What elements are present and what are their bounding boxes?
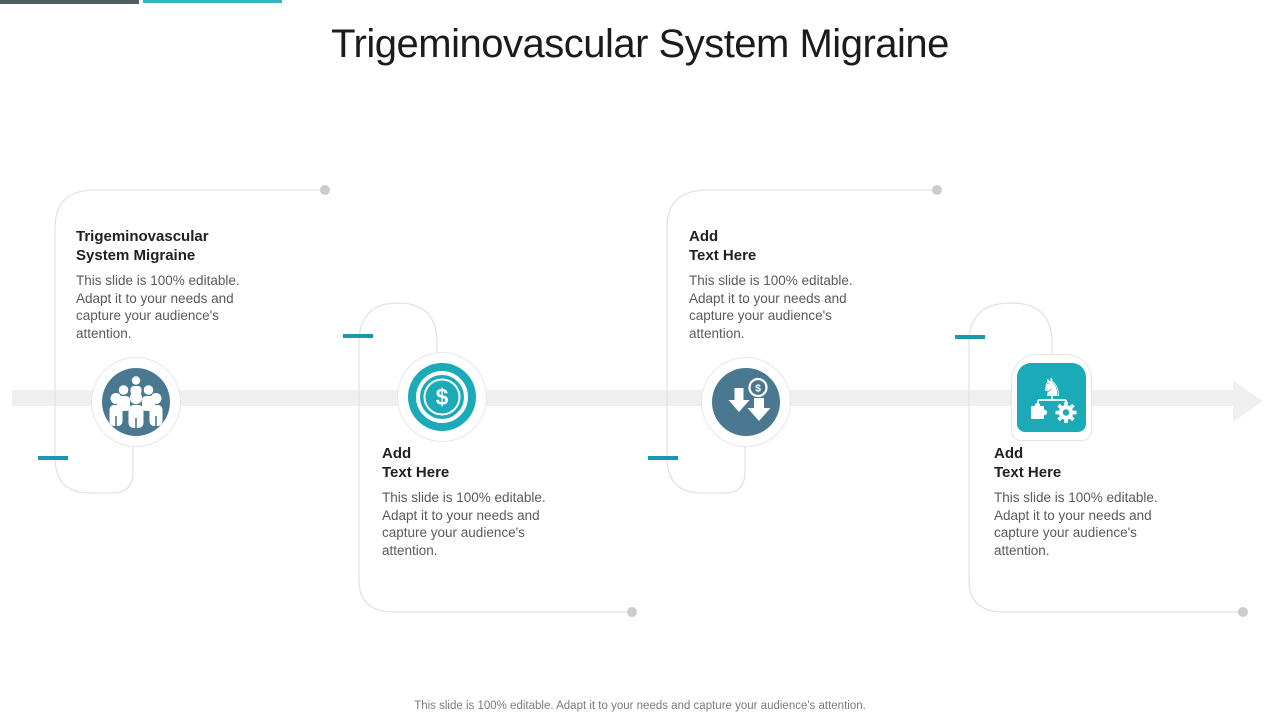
- dollar-coin-icon: $: [408, 363, 476, 431]
- milestone-3-icon-ring: $: [701, 357, 791, 447]
- milestone-3-text-block: Add Text Here This slide is 100% editabl…: [689, 227, 861, 342]
- svg-text:$: $: [755, 383, 761, 395]
- path-end-dot: [320, 185, 330, 195]
- path-end-dot: [932, 185, 942, 195]
- svg-text:$: $: [436, 384, 449, 410]
- milestone-heading-line2: Text Here: [689, 247, 757, 264]
- milestone-heading: Add Text Here: [994, 444, 1166, 482]
- accent-bar-teal: [143, 0, 282, 3]
- connector-path-4: [968, 302, 1238, 613]
- milestone-2-text-block: Add Text Here This slide is 100% editabl…: [382, 444, 554, 559]
- timeline-arrowhead: [1233, 381, 1263, 422]
- milestone-1-text-block: Trigeminovascular System Migraine This s…: [76, 227, 248, 342]
- accent-bar-dark: [0, 0, 139, 4]
- milestone-body: This slide is 100% editable. Adapt it to…: [689, 273, 853, 341]
- connector-path-2: [358, 302, 628, 613]
- milestone-body: This slide is 100% editable. Adapt it to…: [76, 273, 240, 341]
- milestone-4-icon-ring: ♞: [1011, 354, 1092, 441]
- milestone-body: This slide is 100% editable. Adapt it to…: [994, 490, 1158, 558]
- timeline-band: [12, 390, 1233, 406]
- page-title: Trigeminovascular System Migraine: [331, 22, 949, 66]
- milestone-heading: Add Text Here: [382, 444, 554, 482]
- milestone-heading-line1: Trigeminovascular: [76, 228, 209, 245]
- connector-path-1: [54, 189, 323, 494]
- people-group-icon: [102, 368, 170, 436]
- milestone-heading-line1: Add: [689, 228, 719, 245]
- milestone-body: This slide is 100% editable. Adapt it to…: [382, 490, 546, 558]
- milestone-4-text-block: Add Text Here This slide is 100% editabl…: [994, 444, 1166, 559]
- path-end-dot: [627, 607, 637, 617]
- milestone-heading-line2: Text Here: [994, 464, 1062, 481]
- milestone-2-icon-ring: $: [397, 352, 487, 442]
- milestone-heading-line2: System Migraine: [76, 247, 196, 264]
- milestone-heading-line1: Add: [994, 445, 1024, 462]
- teal-dash: [38, 456, 68, 460]
- milestone-1-icon-ring: [91, 357, 181, 447]
- strategy-chess-icon: ♞: [1017, 363, 1086, 432]
- svg-text:♞: ♞: [1041, 373, 1063, 402]
- teal-dash: [955, 335, 985, 339]
- teal-dash: [343, 334, 373, 338]
- milestone-heading-line1: Add: [382, 445, 412, 462]
- milestone-heading-line2: Text Here: [382, 464, 450, 481]
- gear-glyph: [1055, 402, 1077, 423]
- footer-note: This slide is 100% editable. Adapt it to…: [414, 700, 866, 712]
- puzzle-piece-glyph: [1031, 403, 1047, 419]
- cost-reduction-arrows-icon: $: [712, 368, 780, 436]
- teal-dash: [648, 456, 678, 460]
- milestone-heading: Add Text Here: [689, 227, 861, 265]
- connector-path-3: [666, 189, 935, 494]
- milestone-heading: Trigeminovascular System Migraine: [76, 227, 248, 265]
- path-end-dot: [1238, 607, 1248, 617]
